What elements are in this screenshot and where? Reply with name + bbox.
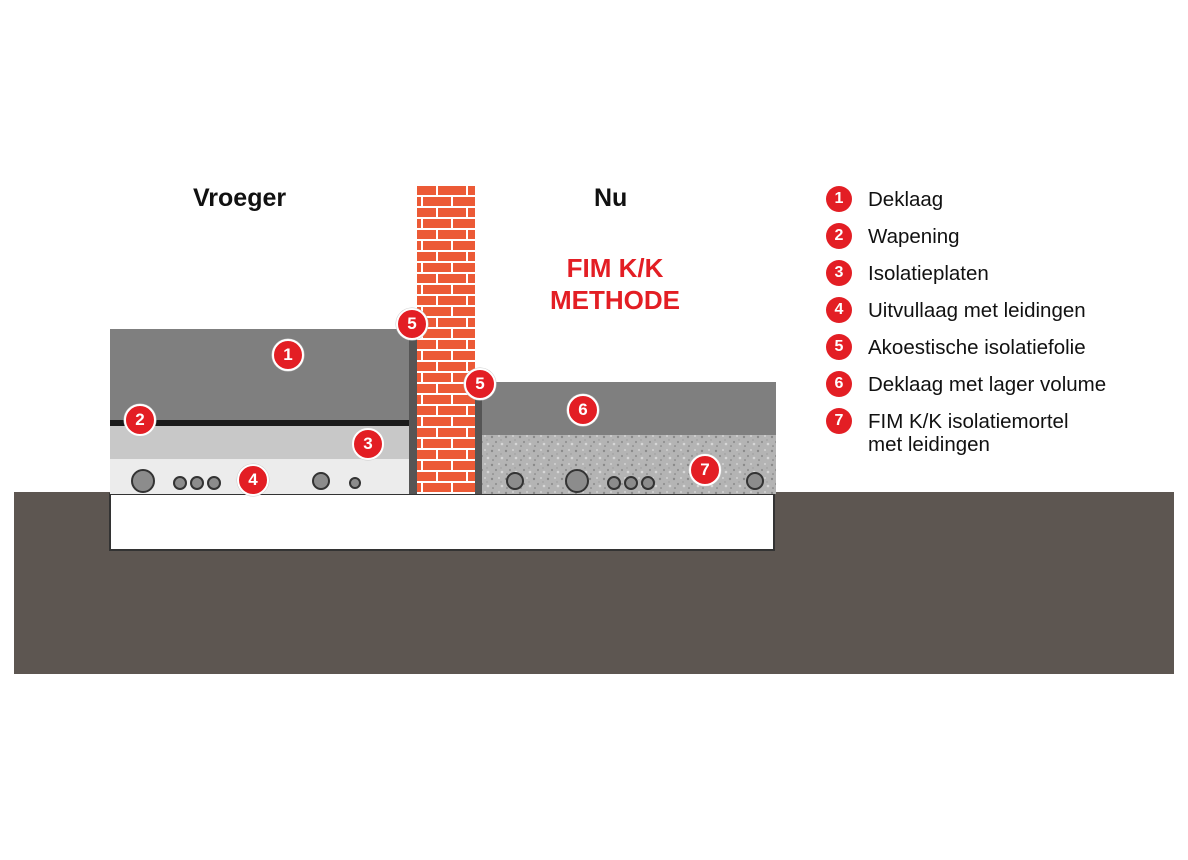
marker-2: 2 [124, 404, 156, 436]
right-acoustic-foil [475, 382, 482, 494]
legend: 1 Deklaag 2 Wapening 3 Isolatieplaten 4 … [826, 186, 1176, 470]
legend-item-7: 7 FIM K/K isolatiemortel met leidingen [826, 408, 1176, 456]
legend-badge: 5 [826, 334, 852, 360]
marker-1: 1 [272, 339, 304, 371]
marker-5-right: 5 [464, 368, 496, 400]
legend-item-3: 3 Isolatieplaten [826, 260, 1176, 286]
legend-label: FIM K/K isolatiemortel [868, 410, 1069, 433]
right-pipes [506, 469, 764, 493]
legend-label-line-2: met leidingen [868, 433, 990, 456]
left-screed-layer [110, 329, 409, 420]
legend-label: Deklaag [868, 188, 944, 211]
foundation-slab [109, 493, 775, 551]
legend-label: Wapening [868, 225, 960, 248]
legend-label: Isolatieplaten [868, 262, 989, 285]
legend-label: Deklaag met lager volume [868, 373, 1107, 396]
title-before: Vroeger [193, 184, 287, 212]
marker-7: 7 [689, 454, 721, 486]
legend-badge: 4 [826, 297, 852, 323]
legend-badge: 3 [826, 260, 852, 286]
title-now: Nu [594, 184, 628, 212]
marker-6: 6 [567, 394, 599, 426]
legend-item-2: 2 Wapening [826, 223, 1176, 249]
marker-3: 3 [352, 428, 384, 460]
legend-label: Uitvullaag met leidingen [868, 299, 1086, 322]
left-reinforcement [110, 420, 409, 426]
legend-badge: 2 [826, 223, 852, 249]
method-line-1: FIM K/K [566, 253, 664, 283]
legend-badge: 7 [826, 408, 852, 434]
marker-4: 4 [237, 464, 269, 496]
right-screed-layer [482, 382, 776, 435]
legend-badge: 6 [826, 371, 852, 397]
legend-badge: 1 [826, 186, 852, 212]
legend-item-4: 4 Uitvullaag met leidingen [826, 297, 1176, 323]
legend-item-6: 6 Deklaag met lager volume [826, 371, 1176, 397]
legend-label: Akoestische isolatiefolie [868, 336, 1086, 359]
method-line-2: METHODE [550, 285, 680, 315]
marker-5-left: 5 [396, 308, 428, 340]
left-acoustic-foil [409, 329, 417, 494]
method-label: FIM K/K METHODE [525, 252, 705, 316]
legend-item-1: 1 Deklaag [826, 186, 1176, 212]
legend-item-5: 5 Akoestische isolatiefolie [826, 334, 1176, 360]
brick-wall [417, 186, 475, 494]
left-pipes [131, 469, 361, 493]
